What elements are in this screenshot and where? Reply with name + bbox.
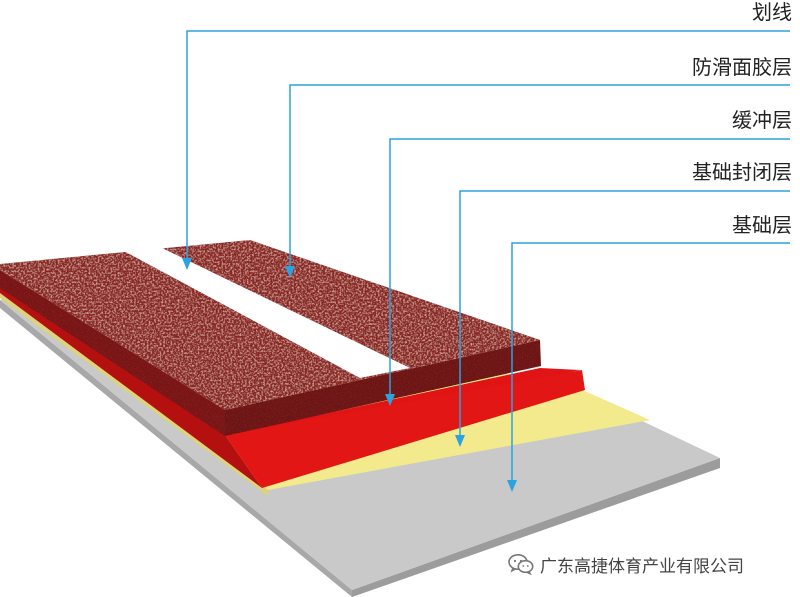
wechat-icon <box>508 554 534 575</box>
leader-line-anti-slip <box>289 84 790 268</box>
leader-line-sealing <box>459 190 790 437</box>
watermark-text: 广东高捷体育产业有限公司 <box>540 556 744 577</box>
base-layer-side <box>0 300 352 597</box>
label-base: 基础层 <box>732 213 792 237</box>
leader-line-base <box>511 242 790 482</box>
leader-arrow-marking <box>182 258 192 270</box>
leader-line-marking <box>186 30 790 260</box>
label-sealing: 基础封闭层 <box>692 160 792 184</box>
rubber-layer-side <box>0 270 225 436</box>
leader-line-cushion <box>389 138 790 396</box>
watermark: 广东高捷体育产业有限公司 <box>508 552 744 577</box>
leader-arrow-anti-slip <box>285 266 295 278</box>
leader-arrow-sealing <box>455 435 465 447</box>
label-anti-slip: 防滑面胶层 <box>692 55 792 79</box>
leader-arrow-cushion <box>385 394 395 406</box>
rubber-layer-front <box>225 340 541 436</box>
label-marking: 划线 <box>752 0 792 24</box>
base-layer-side-front <box>352 458 720 597</box>
leader-lines <box>182 30 790 492</box>
leader-arrow-base <box>507 480 517 492</box>
cushion-layer-front <box>225 370 585 488</box>
line-marking <box>122 247 410 378</box>
label-cushion: 缓冲层 <box>732 108 792 132</box>
